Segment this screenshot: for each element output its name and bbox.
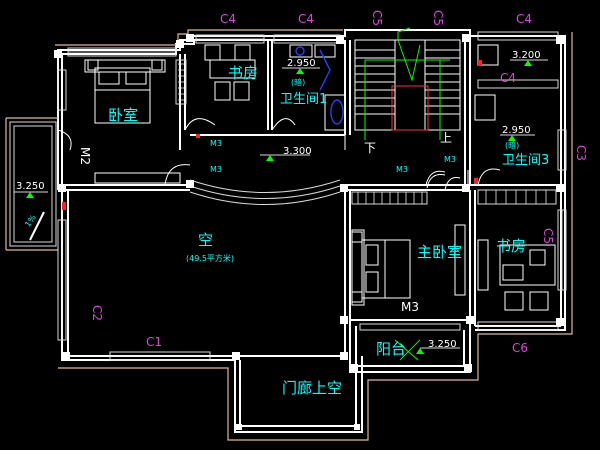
study-right-furniture bbox=[477, 189, 557, 311]
window-label-c6: C6 bbox=[512, 341, 528, 355]
slab-outline bbox=[5, 29, 573, 441]
elevation-markers bbox=[14, 59, 548, 354]
windows bbox=[57, 31, 567, 361]
elevation-left-balcony: 3.250 bbox=[16, 181, 45, 192]
elevation-room-c4: 3.200 bbox=[512, 50, 541, 61]
elevation-balcony: 3.250 bbox=[428, 339, 457, 350]
bath1-fixtures bbox=[271, 44, 346, 131]
door-tag-m3-a: M3 bbox=[210, 139, 222, 148]
bath1-tag: (暗) bbox=[291, 77, 305, 87]
bedroom-furniture bbox=[84, 59, 187, 184]
door-label-m2: M2 bbox=[78, 147, 92, 165]
doors bbox=[57, 129, 469, 186]
window-label-c4-a: C4 bbox=[220, 12, 236, 26]
room-label-void: 空 bbox=[198, 231, 213, 249]
room-label-bath1: 卫生间1 bbox=[280, 92, 327, 107]
window-label-c4-d: C4 bbox=[500, 71, 516, 85]
bath3-fixtures bbox=[474, 94, 501, 186]
elevation-hall: 3.300 bbox=[283, 146, 312, 157]
door-tag-m3-d: M3 bbox=[444, 155, 456, 164]
elevation-bath1: 2.950 bbox=[287, 58, 316, 69]
window-label-c5-a: C5 bbox=[370, 10, 384, 26]
window-label-c4-c: C4 bbox=[516, 12, 532, 26]
window-label-c2: C2 bbox=[90, 305, 104, 321]
room-label-study-top: 书房 bbox=[228, 64, 258, 82]
window-label-c1: C1 bbox=[146, 335, 162, 349]
door-label-m3: M3 bbox=[401, 300, 419, 314]
balcony-details bbox=[359, 323, 461, 361]
room-c4-furniture bbox=[477, 44, 559, 89]
window-label-c5-b: C5 bbox=[431, 10, 445, 26]
void-area-note: (49.5平方米) bbox=[186, 253, 234, 263]
left-balcony bbox=[9, 121, 57, 247]
red-markers bbox=[62, 60, 482, 210]
room-label-master: 主卧室 bbox=[417, 243, 462, 261]
window-label-c4-b: C4 bbox=[298, 12, 314, 26]
stair-down-mark: 下 bbox=[364, 141, 376, 155]
exterior-walls bbox=[57, 29, 566, 433]
room-label-bedroom: 卧室 bbox=[108, 106, 138, 124]
columns bbox=[54, 34, 564, 430]
master-bedroom-furniture bbox=[351, 174, 466, 306]
window-label-c3: C3 bbox=[574, 145, 588, 161]
study-top-furniture bbox=[184, 44, 256, 131]
door-tag-m3-c: M3 bbox=[396, 165, 408, 174]
room-label-balcony: 阳台 bbox=[376, 340, 406, 358]
room-label-porch: 门廊上空 bbox=[282, 379, 342, 397]
door-tag-m3-b: M3 bbox=[210, 165, 222, 174]
room-label-study-right: 书房 bbox=[496, 237, 526, 255]
staircase bbox=[354, 27, 461, 140]
elevation-bath3: 2.950 bbox=[502, 125, 531, 136]
window-label-c5-right: C5 bbox=[541, 228, 555, 244]
stair-up-mark: 上 bbox=[440, 131, 452, 145]
bath3-tag: (暗) bbox=[505, 140, 519, 150]
room-label-bath3: 卫生间3 bbox=[502, 153, 549, 168]
